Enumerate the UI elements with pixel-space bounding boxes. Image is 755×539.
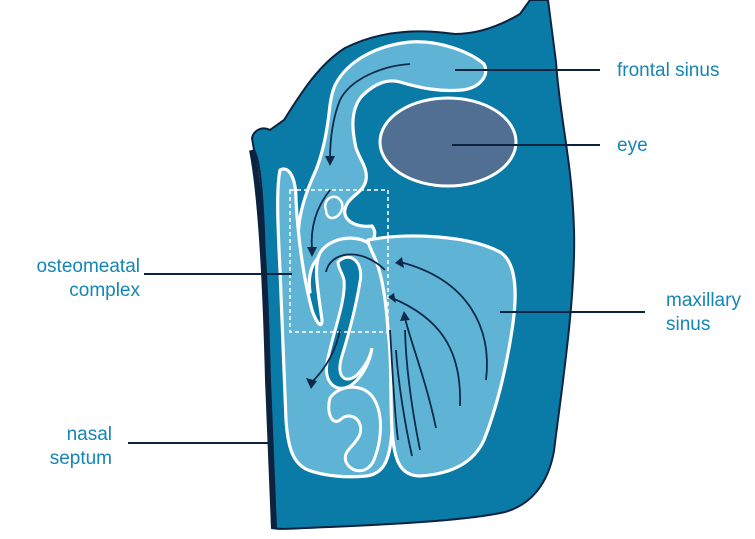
label-osteomeatal-line1: osteomeatal [36, 256, 140, 277]
label-nasal-line1: nasal [67, 424, 112, 445]
label-maxillary-line1: maxillary [666, 290, 741, 311]
label-nasal-line2: septum [50, 448, 112, 469]
label-maxillary-line2: sinus [666, 314, 710, 335]
label-eye: eye [617, 135, 648, 156]
eye-shape [380, 98, 516, 186]
label-frontal-sinus: frontal sinus [617, 60, 719, 81]
label-osteomeatal-line2: complex [69, 280, 140, 301]
ethmoid-cell [325, 197, 342, 218]
